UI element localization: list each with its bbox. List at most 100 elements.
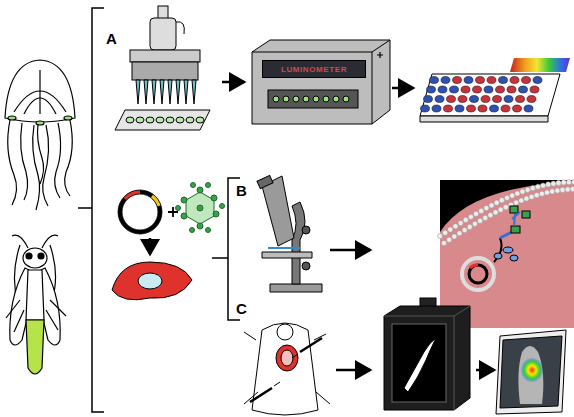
lipid — [498, 207, 503, 212]
well — [493, 96, 502, 103]
lipid — [539, 191, 544, 196]
lipid — [483, 215, 488, 220]
lipid — [503, 205, 508, 210]
well — [430, 77, 439, 84]
multichannel-pipette — [115, 6, 210, 130]
lipid — [452, 234, 457, 239]
mouse-injection — [244, 323, 330, 415]
lipid — [515, 191, 520, 196]
lipid — [453, 224, 458, 229]
panel-letter: A — [106, 30, 117, 47]
well — [507, 86, 516, 93]
result-plate — [420, 58, 570, 122]
lipid — [540, 183, 545, 188]
lipid — [524, 196, 529, 201]
lipid — [534, 193, 539, 198]
well — [424, 96, 433, 103]
lipid — [488, 212, 493, 217]
well — [453, 77, 462, 84]
lipid — [520, 189, 525, 194]
well — [473, 86, 482, 93]
imaging-system — [384, 298, 470, 410]
well — [527, 96, 536, 103]
well — [490, 105, 499, 112]
well — [501, 105, 510, 112]
lipid — [467, 224, 472, 229]
instrument-label: LUMINOMETER — [262, 60, 366, 78]
lipid — [530, 186, 535, 191]
well — [421, 105, 430, 112]
lipid — [447, 237, 452, 242]
flow-arrow — [336, 369, 370, 372]
flow-arrow — [476, 369, 494, 372]
lipid — [494, 200, 499, 205]
lipid — [555, 188, 560, 193]
well — [487, 77, 496, 84]
lipid — [493, 210, 498, 215]
well — [470, 96, 479, 103]
well — [464, 77, 473, 84]
well — [513, 105, 522, 112]
well — [438, 86, 447, 93]
lipid — [560, 187, 565, 192]
well — [444, 105, 453, 112]
lipid — [514, 200, 519, 205]
well — [530, 86, 539, 93]
lipid — [489, 203, 494, 208]
lipid — [571, 179, 574, 184]
well — [504, 96, 513, 103]
well — [499, 77, 508, 84]
lipid — [457, 231, 462, 236]
lipid — [448, 227, 453, 232]
well — [455, 105, 464, 112]
bracket — [78, 8, 104, 412]
lipid — [556, 180, 561, 185]
lipid — [510, 193, 515, 198]
lipid — [504, 195, 509, 200]
firefly — [6, 235, 66, 374]
flow-arrow — [330, 249, 370, 252]
lipid — [441, 240, 446, 245]
well — [524, 105, 533, 112]
well — [441, 77, 450, 84]
well — [467, 105, 476, 112]
lipid — [519, 198, 524, 203]
well — [516, 96, 525, 103]
lipid — [525, 187, 530, 192]
panel-letter: B — [236, 182, 247, 199]
lipid — [484, 205, 489, 210]
bioluminescence-image — [496, 330, 566, 414]
well — [450, 86, 459, 93]
lipid — [550, 189, 555, 194]
well — [510, 77, 519, 84]
jellyfish — [5, 60, 75, 210]
well — [519, 86, 528, 93]
well — [522, 77, 531, 84]
well — [478, 105, 487, 112]
lipid — [463, 217, 468, 222]
lipid — [468, 214, 473, 219]
lipid — [529, 194, 534, 199]
lipid — [570, 186, 574, 191]
transfection — [112, 183, 225, 300]
lipid — [472, 221, 477, 226]
microscope — [257, 175, 322, 292]
well — [533, 77, 542, 84]
well — [461, 86, 470, 93]
well — [458, 96, 467, 103]
lipid — [443, 230, 448, 235]
lipid — [499, 198, 504, 203]
well — [484, 86, 493, 93]
well — [481, 96, 490, 103]
instrument-name: LUMINOMETER — [281, 65, 347, 74]
lipid — [561, 180, 566, 185]
well — [432, 105, 441, 112]
lipid — [566, 179, 571, 184]
lipid — [477, 218, 482, 223]
lipid — [565, 187, 570, 192]
well — [435, 96, 444, 103]
lipid — [546, 182, 551, 187]
well — [427, 86, 436, 93]
luminometer — [252, 40, 390, 124]
